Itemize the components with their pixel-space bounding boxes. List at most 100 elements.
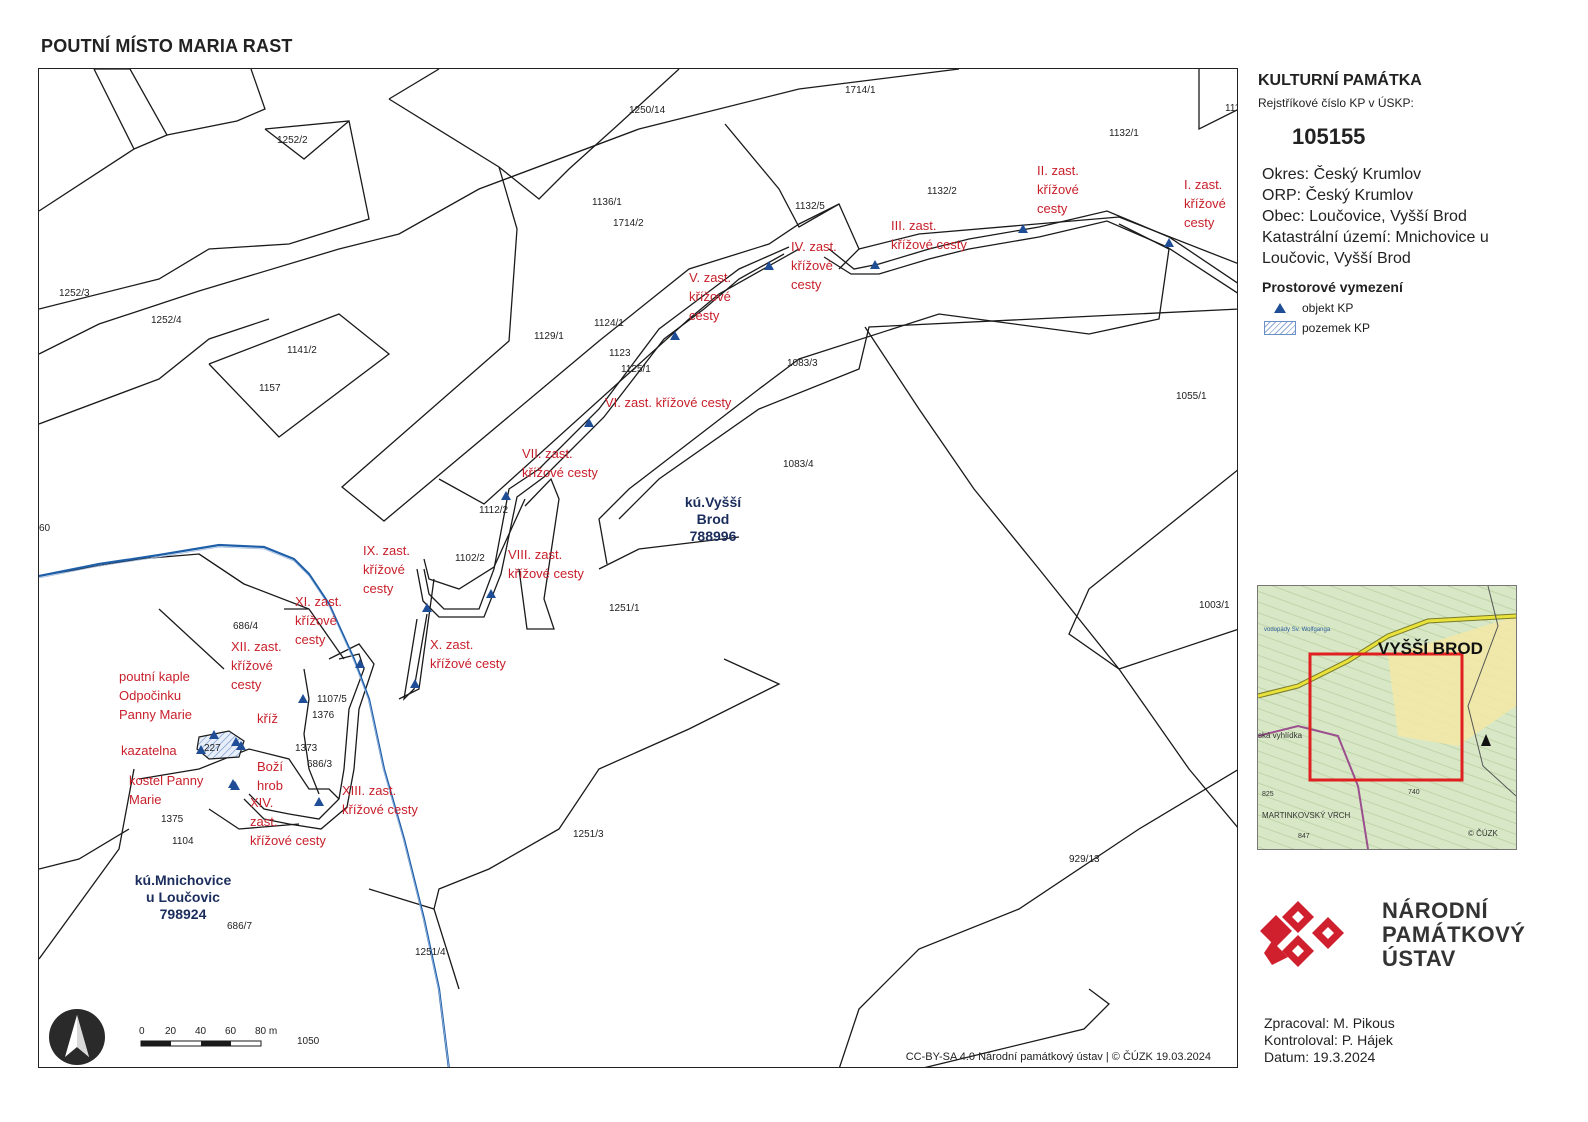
kp-marker-s11[interactable] bbox=[355, 659, 365, 668]
ku-line-ku_mn-2: 798924 bbox=[160, 906, 207, 922]
kp-register-label: Rejstříkové číslo KP v ÚSKP: bbox=[1258, 96, 1414, 110]
kp-marker-s3[interactable] bbox=[870, 260, 880, 269]
parcel-label-1714-1: 1714/1 bbox=[845, 85, 876, 96]
station-line-s12-2: cesty bbox=[231, 677, 262, 692]
parcel-label-1132-1: 1132/1 bbox=[1109, 128, 1139, 139]
station-label-s3: III. zast.křížové cesty bbox=[891, 218, 967, 252]
parcel-label-1375: 1375 bbox=[161, 814, 184, 825]
kp-marker-kazatelna[interactable] bbox=[196, 745, 206, 754]
parcel-label-1252-4: 1252/4 bbox=[151, 315, 182, 326]
station-line-s7-1: křížové cesty bbox=[522, 465, 598, 480]
kp-marker-s1[interactable] bbox=[1164, 238, 1174, 247]
station-line-s4-0: IV. zast. bbox=[791, 239, 837, 254]
parcel-label-686-3: 686/3 bbox=[307, 759, 332, 770]
station-line-kaple-1: Odpočinku bbox=[119, 688, 181, 703]
ku-line-ku_mn-1: u Loučovic bbox=[146, 889, 220, 905]
legend-title: Prostorové vymezení bbox=[1262, 279, 1403, 295]
overview-extent-frame bbox=[1308, 652, 1464, 782]
scale-tick-20: 20 bbox=[165, 1026, 177, 1037]
location-info: Okres: Český Krumlov ORP: Český Krumlov … bbox=[1258, 164, 1558, 269]
parcel-label-1250-14: 1250/14 bbox=[629, 105, 666, 116]
kp-marker-s4[interactable] bbox=[764, 261, 774, 270]
parcel-label-1157: 1157 bbox=[259, 383, 281, 394]
parcel-boundaries bbox=[39, 69, 1237, 1067]
scale-tick-0: 0 bbox=[139, 1026, 145, 1037]
kp-marker-s10[interactable] bbox=[410, 679, 420, 688]
station-line-s10-0: X. zast. bbox=[430, 637, 473, 652]
station-line-s10-1: křížové cesty bbox=[430, 656, 506, 671]
ku-line-ku_vb-2: 788996 bbox=[690, 528, 737, 544]
station-line-s2-2: cesty bbox=[1037, 201, 1068, 216]
parcel-label-1373: 1373 bbox=[295, 743, 318, 754]
kp-marker-s2[interactable] bbox=[1018, 224, 1028, 233]
kp-marker-s6[interactable] bbox=[584, 418, 594, 427]
footer-date: Datum: 19.3.2024 bbox=[1264, 1049, 1376, 1065]
kp-marker-hrob[interactable] bbox=[231, 737, 241, 746]
station-line-s3-0: III. zast. bbox=[891, 218, 937, 233]
station-label-s10: X. zast. křížové cesty bbox=[430, 637, 506, 671]
station-line-hrob-0: Boží bbox=[257, 759, 283, 774]
parcel-label-1252-2: 1252/2 bbox=[277, 135, 308, 146]
kp-marker-s8[interactable] bbox=[486, 589, 496, 598]
parcel-label-1102-2: 1102/2 bbox=[455, 553, 485, 564]
footer-processed: Zpracoval: M. Pikous bbox=[1264, 1015, 1395, 1031]
map-canvas[interactable]: 1252/21250/141714/11132/11136/11714/2113… bbox=[39, 69, 1238, 1068]
parcel-label-1251-1: 1251/1 bbox=[609, 603, 640, 614]
overview-elev-847: 847 bbox=[1298, 833, 1310, 840]
station-line-s11-1: křížové bbox=[295, 613, 337, 628]
station-line-s13-0: XIII. zast. bbox=[342, 783, 396, 798]
kp-marker-kostel[interactable] bbox=[228, 779, 238, 788]
info-ku-line1: Katastrální území: Mnichovice u bbox=[1262, 229, 1489, 246]
station-line-s14-1: zast. bbox=[250, 814, 277, 829]
hatch-icon bbox=[1264, 321, 1296, 335]
station-line-s1-2: cesty bbox=[1184, 215, 1215, 230]
station-label-s14: XIV.zast.křížové cesty bbox=[250, 795, 326, 848]
parcel-label-1136-1: 1136/1 bbox=[592, 197, 622, 208]
parcel-label-1104: 1104 bbox=[172, 836, 194, 847]
legend-item-pozemek: pozemek KP bbox=[1258, 321, 1558, 335]
kp-marker-s12[interactable] bbox=[298, 694, 308, 703]
kp-register-number: 105155 bbox=[1292, 124, 1366, 149]
ku-line-ku_mn-0: kú.Mnichovice bbox=[135, 872, 232, 888]
station-line-s5-0: V. zast. bbox=[689, 270, 731, 285]
kp-marker-s13[interactable] bbox=[314, 797, 324, 806]
info-obec: Obec: Loučovice, Vyšší Brod bbox=[1262, 208, 1467, 225]
overview-map[interactable]: VYŠŠÍ BROD vodopády Sv. Wolfganga ská vy… bbox=[1257, 585, 1517, 850]
station-line-kostel-1: Marie bbox=[129, 792, 162, 807]
ku-line-ku_vb-0: kú.Vyšší bbox=[685, 494, 742, 510]
ku-line-ku_vb-1: Brod bbox=[697, 511, 730, 527]
parcel-label-1050: 1050 bbox=[297, 1036, 320, 1047]
npu-logo-text: NÁRODNÍ PAMÁTKOVÝ ÚSTAV bbox=[1382, 899, 1525, 971]
parcel-label-1141-2: 1141/2 bbox=[287, 345, 317, 356]
kp-title: KULTURNÍ PAMÁTKA bbox=[1258, 72, 1422, 89]
kp-marker-s7[interactable] bbox=[501, 491, 511, 500]
station-line-kaple-2: Panny Marie bbox=[119, 707, 192, 722]
kp-marker-kaple[interactable] bbox=[209, 730, 219, 739]
parcel-label-1132-5: 1132/5 bbox=[795, 201, 825, 212]
parcel-label-1112-2: 1112/2 bbox=[479, 505, 509, 516]
kp-plot-227[interactable] bbox=[196, 730, 245, 760]
parcel-label-929-13: 929/13 bbox=[1069, 854, 1100, 865]
kp-marker-kriz[interactable] bbox=[236, 741, 246, 750]
station-line-s4-2: cesty bbox=[791, 277, 822, 292]
kp-marker-s9[interactable] bbox=[422, 603, 432, 612]
station-line-kazatelna-0: kazatelna bbox=[121, 743, 177, 758]
parcel-label-1251-4: 1251/4 bbox=[415, 947, 446, 958]
station-line-hrob-1: hrob bbox=[257, 778, 283, 793]
kp-marker-s5[interactable] bbox=[670, 331, 680, 340]
logo-line-3: ÚSTAV bbox=[1382, 946, 1456, 971]
station-line-kriz-0: kříž bbox=[257, 711, 278, 726]
cadastral-boundary bbox=[39, 543, 450, 1067]
station-label-s13: XIII. zast.křížové cesty bbox=[342, 783, 418, 817]
parcel-label-686-4: 686/4 bbox=[233, 621, 258, 632]
overview-place-label: vodopády Sv. Wolfganga bbox=[1264, 627, 1331, 633]
parcel-label-1124-1: 1124/1 bbox=[594, 318, 624, 329]
